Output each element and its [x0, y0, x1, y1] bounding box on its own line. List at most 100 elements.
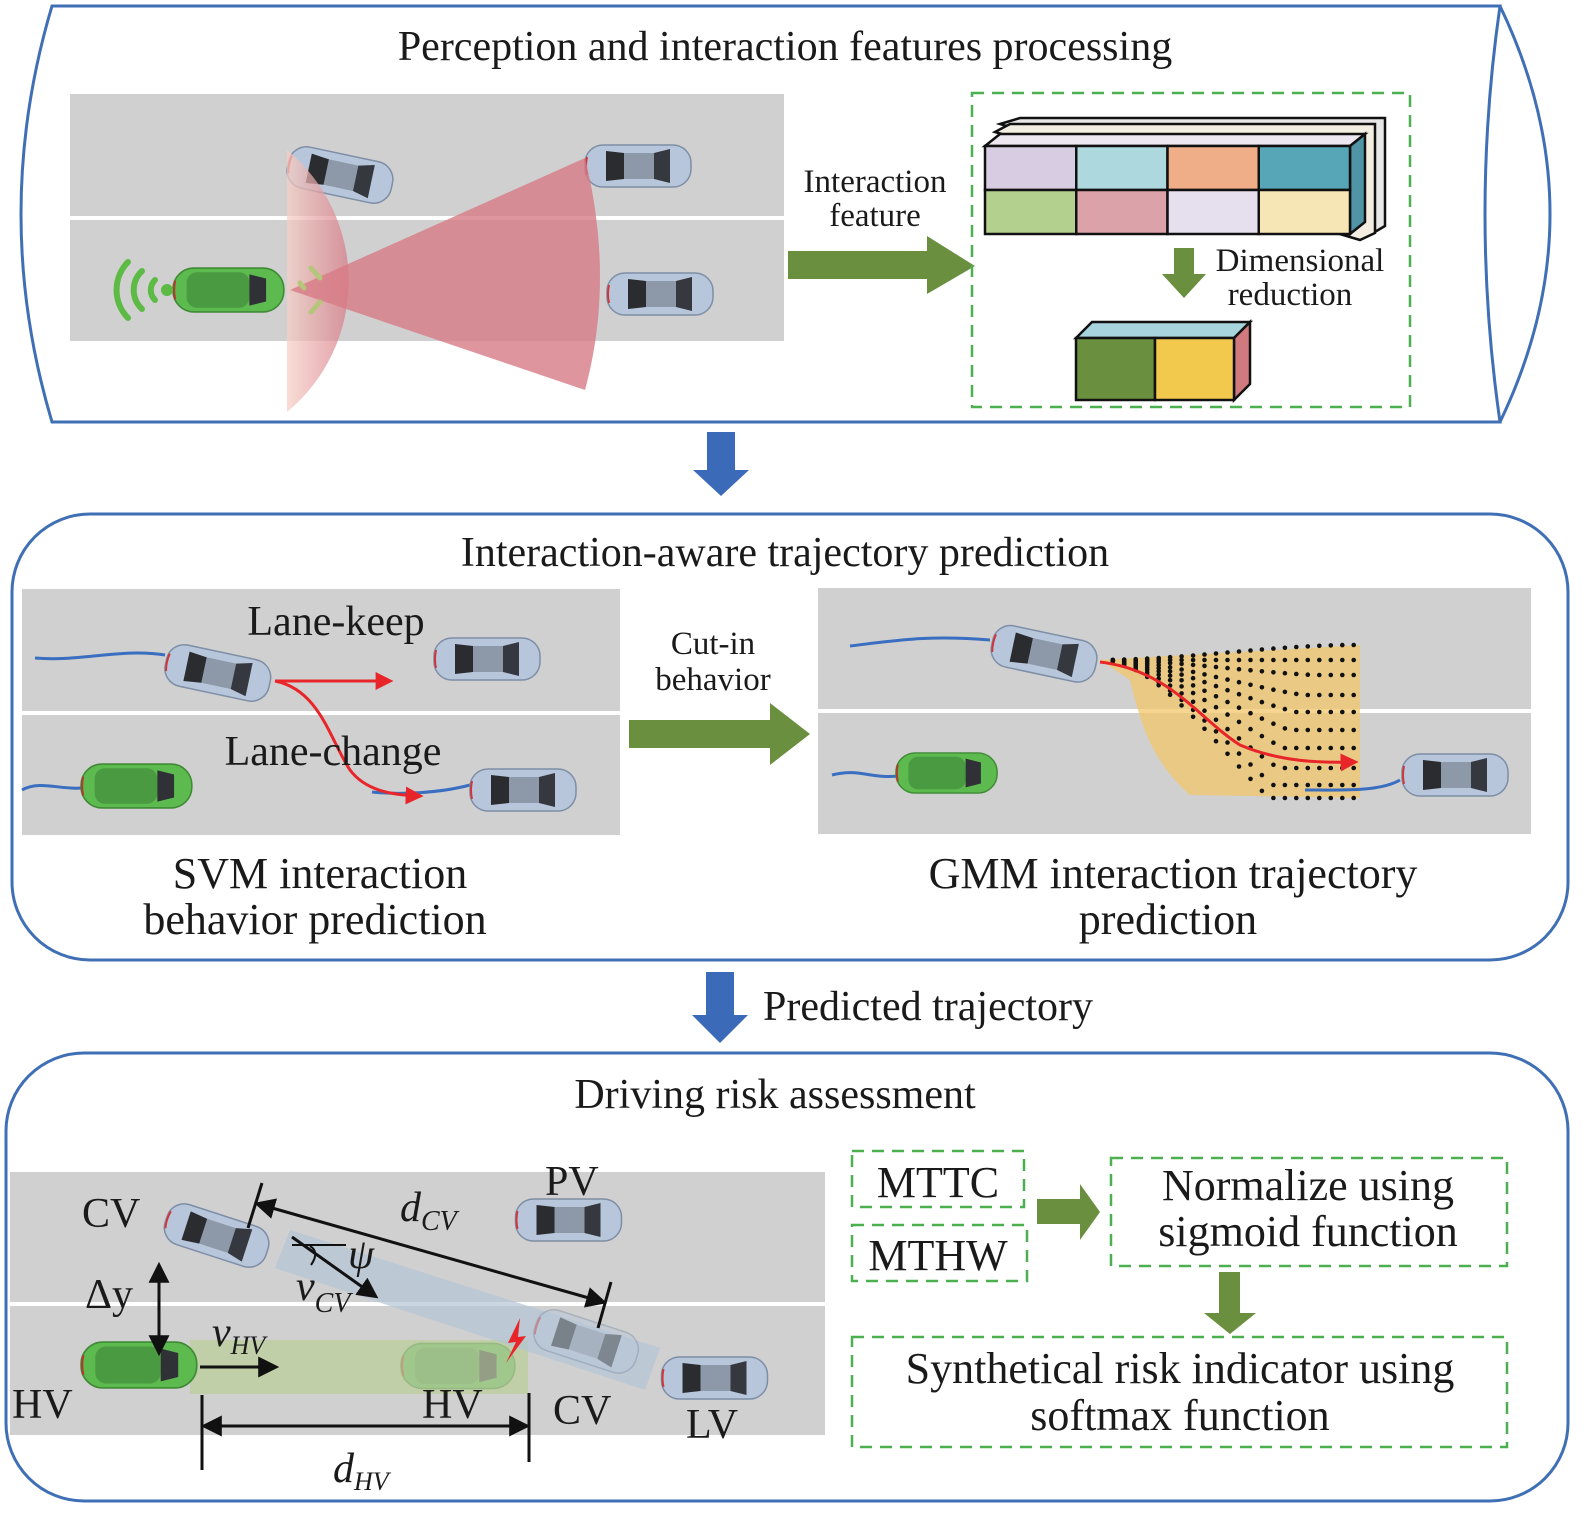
gmm-scene — [818, 588, 1531, 834]
gmm-sample-point — [1202, 679, 1207, 685]
gmm-sample-point — [1236, 691, 1242, 697]
label-hv-current: HV — [12, 1382, 73, 1428]
gmm-sample-point — [1351, 782, 1356, 788]
mttc-box — [850, 1149, 1026, 1209]
v2x-signal-icon — [113, 259, 173, 321]
gmm-sample-point — [1305, 765, 1311, 771]
gmm-sample-point — [1340, 709, 1345, 715]
gmm-sample-point — [1328, 709, 1334, 715]
gmm-sample-point — [1248, 668, 1253, 673]
gmm-sample-point — [1294, 691, 1299, 697]
gmm-sample-point — [1351, 672, 1356, 678]
gmm-sample-point — [1213, 651, 1219, 656]
gmm-sample-point — [1259, 647, 1265, 652]
dimensional-reduction-label-2: reduction — [1228, 277, 1353, 313]
gmm-sample-point — [1340, 642, 1345, 648]
gmm-sample-point — [1179, 667, 1184, 672]
gmm-sample-point — [1351, 727, 1356, 733]
gmm-sample-point — [1225, 657, 1230, 663]
gmm-sample-point — [1167, 660, 1173, 666]
panel-border — [10, 512, 1570, 962]
gmm-sample-point — [1271, 782, 1276, 788]
gmm-sample-point — [1317, 657, 1322, 663]
gmm-sample-point — [1190, 690, 1196, 696]
ego-vehicle-icon — [80, 762, 193, 810]
gmm-sample-point — [1202, 688, 1207, 694]
feature-cell — [1166, 188, 1260, 236]
gmm-sample-point — [1202, 657, 1207, 663]
gmm-sample-point — [1225, 751, 1230, 757]
gmm-sample-point — [1328, 657, 1334, 663]
gmm-sample-point — [1179, 678, 1184, 683]
gmm-sample-point — [1340, 765, 1345, 771]
synthetical-label-1: Synthetical risk indicator using — [906, 1344, 1455, 1393]
normalize-label-1: Normalize using — [1162, 1161, 1454, 1210]
gmm-sample-point — [1294, 657, 1299, 663]
gmm-sample-point — [1340, 672, 1345, 678]
feature-cell — [983, 144, 1078, 192]
gmm-sample-point — [1190, 699, 1196, 705]
gmm-sample-point — [1213, 694, 1219, 699]
gmm-sample-point — [1213, 717, 1219, 723]
gmm-sample-point — [1179, 684, 1184, 689]
vehicle-target-lane-icon — [468, 767, 578, 813]
panel-border — [4, 1051, 1570, 1503]
gmm-sample-point — [1225, 726, 1230, 732]
road-scene-perception — [70, 94, 784, 412]
gmm-sample-point — [1328, 727, 1334, 733]
gmm-sample-point — [1305, 644, 1311, 649]
gmm-sample-point — [1317, 765, 1322, 771]
gmm-sample-point — [1190, 662, 1196, 668]
feature-cell — [1166, 144, 1260, 192]
history-trajectory — [21, 783, 83, 792]
panel-trajectory-prediction: Interaction-aware trajectory prediction … — [10, 512, 1570, 962]
gmm-sample-point — [1213, 674, 1219, 680]
vehicle-ahead-icon — [432, 636, 542, 682]
gmm-sample-point — [1248, 657, 1253, 663]
label-cv-future: CV — [553, 1388, 611, 1434]
green-arrow-right-icon — [788, 236, 975, 294]
gmm-sample-point — [1156, 672, 1161, 677]
gmm-sample-point — [1317, 782, 1322, 788]
gmm-sample-point — [1282, 706, 1288, 712]
lane-change-arrow-icon — [274, 679, 424, 805]
gmm-sample-point — [1259, 772, 1265, 778]
gmm-sample-point — [1202, 663, 1207, 669]
gmm-sample-point — [1282, 645, 1288, 651]
gmm-sample-point — [1225, 699, 1230, 705]
gmm-sample-point — [1305, 692, 1311, 698]
label-psi: ψ — [348, 1232, 375, 1278]
gmm-sample-point — [1351, 795, 1356, 801]
gmm-sample-point — [1328, 782, 1334, 788]
gmm-sample-point — [1271, 687, 1276, 692]
gmm-sample-point — [1190, 714, 1196, 720]
ego-vehicle-icon — [172, 266, 285, 314]
gmm-sample-point — [1282, 782, 1288, 788]
gmm-sample-point — [1351, 709, 1356, 715]
gmm-sample-point — [1179, 691, 1184, 696]
gmm-sample-point — [1317, 692, 1322, 698]
gmm-sample-point — [1294, 782, 1299, 788]
label-d-cv: dCV — [400, 1185, 460, 1237]
gmm-sample-point — [1213, 683, 1219, 689]
gmm-sample-point — [1236, 679, 1242, 685]
gmm-sample-point — [1213, 664, 1219, 670]
feature-box — [970, 91, 1412, 409]
gmm-sample-point — [1305, 745, 1311, 751]
hv-vehicle-icon — [80, 1340, 198, 1390]
gmm-sample-point — [1305, 657, 1311, 663]
mthw-box — [850, 1223, 1029, 1283]
label-pv: PV — [545, 1159, 599, 1205]
gmm-sample-point — [1213, 704, 1219, 710]
gmm-sample-point — [1271, 762, 1276, 768]
gmm-sample-point — [1248, 648, 1253, 653]
collision-lightning-icon — [506, 1318, 526, 1363]
vehicle-front-icon — [605, 271, 715, 317]
gmm-sample-point — [1317, 745, 1322, 751]
panel-border-cap — [1498, 5, 1552, 423]
vehicle-front-left-icon — [583, 143, 693, 189]
gmm-sample-point — [1294, 709, 1299, 715]
gmm-sample-point — [1282, 765, 1288, 771]
predicted-trajectory-label: Predicted trajectory — [763, 984, 1093, 1030]
gmm-sample-point — [1328, 745, 1334, 751]
